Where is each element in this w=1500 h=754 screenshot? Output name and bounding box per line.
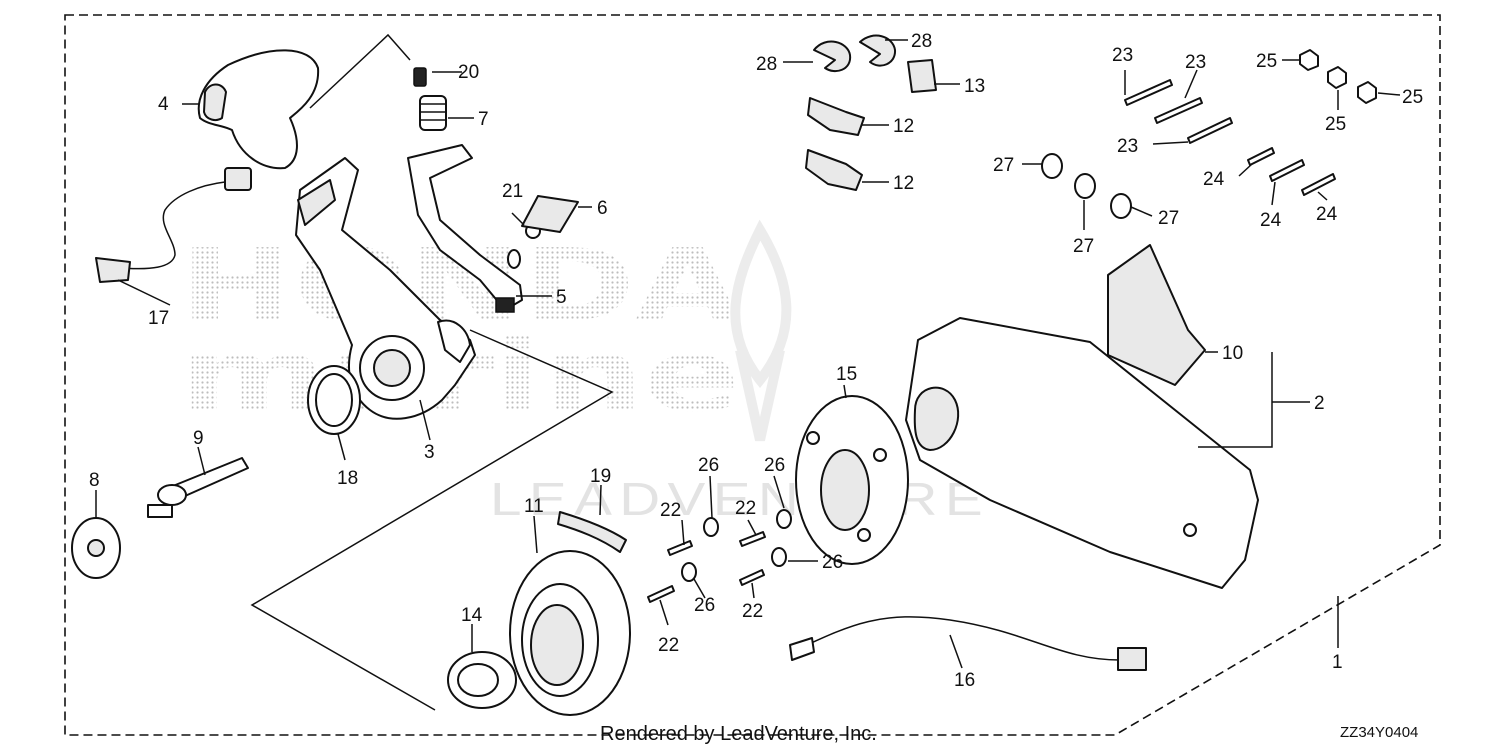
part-9-shaft [147, 457, 249, 518]
callout-27-b[interactable]: 27 [1073, 236, 1094, 257]
callout-12-bottom[interactable]: 12 [893, 173, 914, 194]
callout-10[interactable]: 10 [1222, 343, 1243, 364]
callout-22-d[interactable]: 22 [742, 601, 763, 622]
callout-23-a[interactable]: 23 [1112, 45, 1133, 66]
part-2-case [905, 317, 1259, 589]
part-16-harness [789, 616, 1147, 671]
part-23-long-screws [1124, 79, 1233, 144]
callout-3[interactable]: 3 [424, 442, 435, 463]
callout-24-a[interactable]: 24 [1203, 169, 1225, 190]
callout-11[interactable]: 11 [524, 496, 544, 517]
callout-24-c[interactable]: 24 [1316, 204, 1338, 225]
callout-14[interactable]: 14 [461, 605, 483, 626]
callout-25-b[interactable]: 25 [1325, 114, 1346, 135]
callout-2[interactable]: 2 [1314, 393, 1325, 414]
flame-logo-icon [730, 219, 792, 442]
callout-28-b[interactable]: 28 [911, 31, 932, 52]
callout-leaders [95, 39, 1401, 669]
part-18-gasket [307, 365, 361, 435]
part-19-strip [557, 511, 627, 553]
callout-23-c[interactable]: 23 [1117, 136, 1138, 157]
callout-9[interactable]: 9 [193, 428, 204, 449]
part-4-grip [197, 49, 320, 170]
part-24-short-screws [1247, 147, 1336, 196]
part-17-stop-switch [95, 167, 252, 283]
assembly-outline [250, 329, 614, 711]
callout-4[interactable]: 4 [158, 94, 169, 115]
callout-27-a[interactable]: 27 [993, 155, 1014, 176]
part-7-spring [419, 95, 447, 131]
callout-25-a[interactable]: 25 [1256, 51, 1277, 72]
callout-15[interactable]: 15 [836, 364, 857, 385]
callout-7[interactable]: 7 [478, 109, 489, 130]
part-15-flange [795, 395, 909, 565]
part-21-bolt [507, 223, 541, 269]
part-11-drum [509, 550, 631, 716]
callout-16[interactable]: 16 [954, 670, 975, 691]
part-12-brackets [805, 97, 865, 191]
part-10-bracket [1107, 244, 1206, 386]
callout-1[interactable]: 1 [1332, 652, 1343, 673]
part-22-bolts [647, 531, 766, 603]
part-13-block [907, 59, 937, 93]
callout-17[interactable]: 17 [148, 308, 169, 329]
callout-22-a[interactable]: 22 [660, 500, 681, 521]
part-8-cap [71, 517, 121, 579]
callout-13[interactable]: 13 [964, 76, 985, 97]
callout-28-a[interactable]: 28 [756, 54, 777, 75]
callout-18[interactable]: 18 [337, 468, 358, 489]
callout-27-c[interactable]: 27 [1158, 208, 1179, 229]
callout-22-b[interactable]: 22 [735, 498, 756, 519]
callout-23-b[interactable]: 23 [1185, 52, 1206, 73]
part-28-clips [813, 34, 897, 73]
callout-25-c[interactable]: 25 [1402, 87, 1423, 108]
part-20-screw [413, 67, 427, 87]
lever-housing [295, 157, 476, 420]
assembly-boundary [64, 14, 1441, 736]
callout-8[interactable]: 8 [89, 470, 100, 491]
callout-24-b[interactable]: 24 [1260, 210, 1282, 231]
part-27-washers [1041, 153, 1132, 219]
callout-26-b[interactable]: 26 [764, 455, 785, 476]
callout-26-c[interactable]: 26 [822, 552, 843, 573]
callout-5[interactable]: 5 [556, 287, 567, 308]
callout-21[interactable]: 21 [502, 181, 523, 202]
diagram-code: ZZ34Y0404 [1340, 724, 1418, 741]
callout-26-d[interactable]: 26 [694, 595, 715, 616]
part-25-nuts [1299, 49, 1377, 104]
callout-22-c[interactable]: 22 [658, 635, 679, 656]
callout-6[interactable]: 6 [597, 198, 608, 219]
part-5-shift-lever [407, 144, 523, 313]
render-credit: Rendered by LeadVenture, Inc. [600, 723, 877, 745]
part-6-pad [521, 195, 579, 233]
callout-26-a[interactable]: 26 [698, 455, 719, 476]
callout-labels: 1 2 3 4 5 6 7 8 9 10 11 12 12 13 14 15 1… [89, 31, 1423, 691]
part-26-washers [681, 509, 792, 582]
callout-19[interactable]: 19 [590, 466, 611, 487]
part-14-clip [447, 651, 517, 709]
callout-12-top[interactable]: 12 [893, 116, 914, 137]
callout-20[interactable]: 20 [458, 62, 479, 83]
